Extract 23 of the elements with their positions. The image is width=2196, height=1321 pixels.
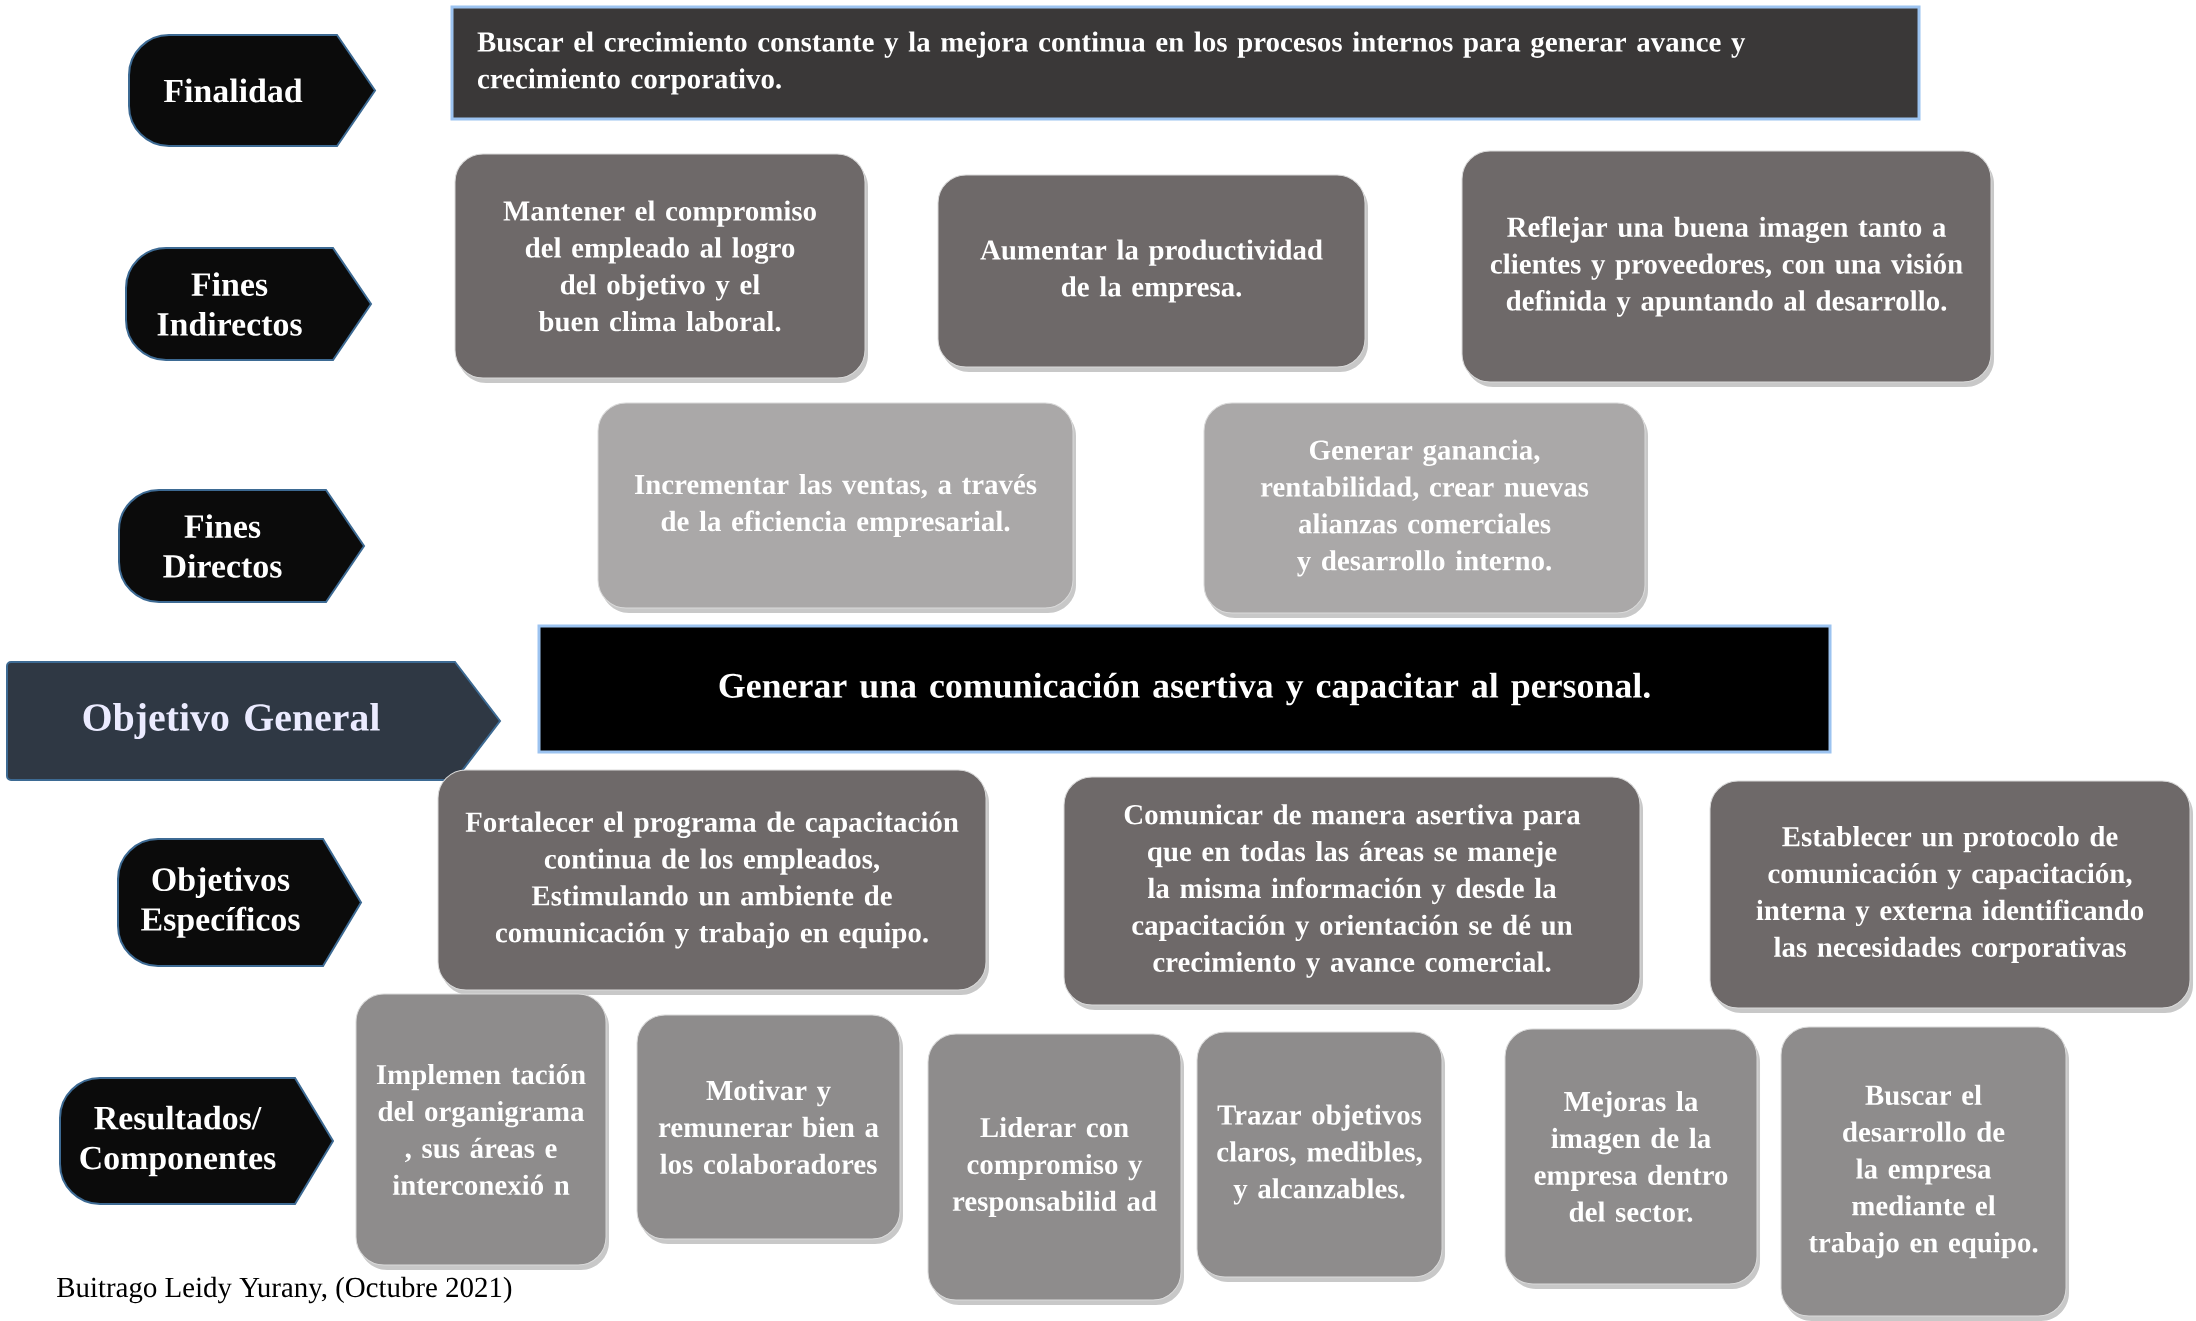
rounded-box: Motivar y remunerar bien a los colaboradores — [636, 1014, 903, 1244]
rounded-box: Generar ganancia, rentabilidad, crear nuevas alianzas comerciales y desarrollo interno. — [1203, 402, 1648, 618]
rounded-box: Comunicar de manera asertiva para que en todas las áreas se maneje la misma información y desde la capacitación y orientación se dé un crecimiento y avance comercial. — [1063, 776, 1643, 1010]
arrow-tag: Finalidad — [128, 34, 376, 147]
caption: Buitrago Leidy Yurany, (Octubre 2021) — [57, 1276, 512, 1304]
arrow-tag: Objetivo General — [6, 661, 501, 781]
rounded-box: Trazar objetivos claros, medibles, y alcanzables. — [1196, 1031, 1445, 1282]
arrow-tag: Fines Directos — [118, 489, 365, 603]
rounded-box: Liderar con compromiso y responsabilid ad — [927, 1033, 1184, 1305]
arrow-tag: Fines Indirectos — [125, 247, 372, 361]
rounded-box: Implemen tación del organigrama , sus áreas e interconexió n — [355, 993, 609, 1270]
rounded-box: Aumentar la productividad de la empresa. — [937, 174, 1368, 372]
rounded-box: Establecer un protocolo de comunicación y capacitación, interna y externa identificando las necesidades corporativas — [1709, 780, 2193, 1013]
rounded-box: Fortalecer el programa de capacitación continua de los empleados, Estimulando un ambiente de comunicación y trabajo en equipo. — [437, 769, 989, 995]
arrow-tag: Resultados/ Componentes — [59, 1077, 334, 1205]
rounded-box: Mejoras la imagen de la empresa dentro del sector. — [1504, 1028, 1760, 1289]
text-banner: Generar una comunicación asertiva y capacitar al personal. — [537, 624, 1832, 754]
rounded-box: Incrementar las ventas, a través de la eficiencia empresarial. — [597, 402, 1076, 613]
rounded-box: Reflejar una buena imagen tanto a clientes y proveedores, con una visión definida y apuntando al desarrollo. — [1461, 150, 1994, 387]
arrow-tag: Objetivos Específicos — [117, 838, 362, 967]
rounded-box: Buscar el desarrollo de la empresa mediante el trabajo en equipo. — [1780, 1026, 2069, 1321]
rounded-box: Mantener el compromiso del empleado al logro del objetivo y el buen clima laboral. — [454, 153, 868, 383]
text-banner: Buscar el crecimiento constante y la mejora continua en los procesos internos para generar avance y crecimiento corporativo. — [450, 5, 1921, 121]
